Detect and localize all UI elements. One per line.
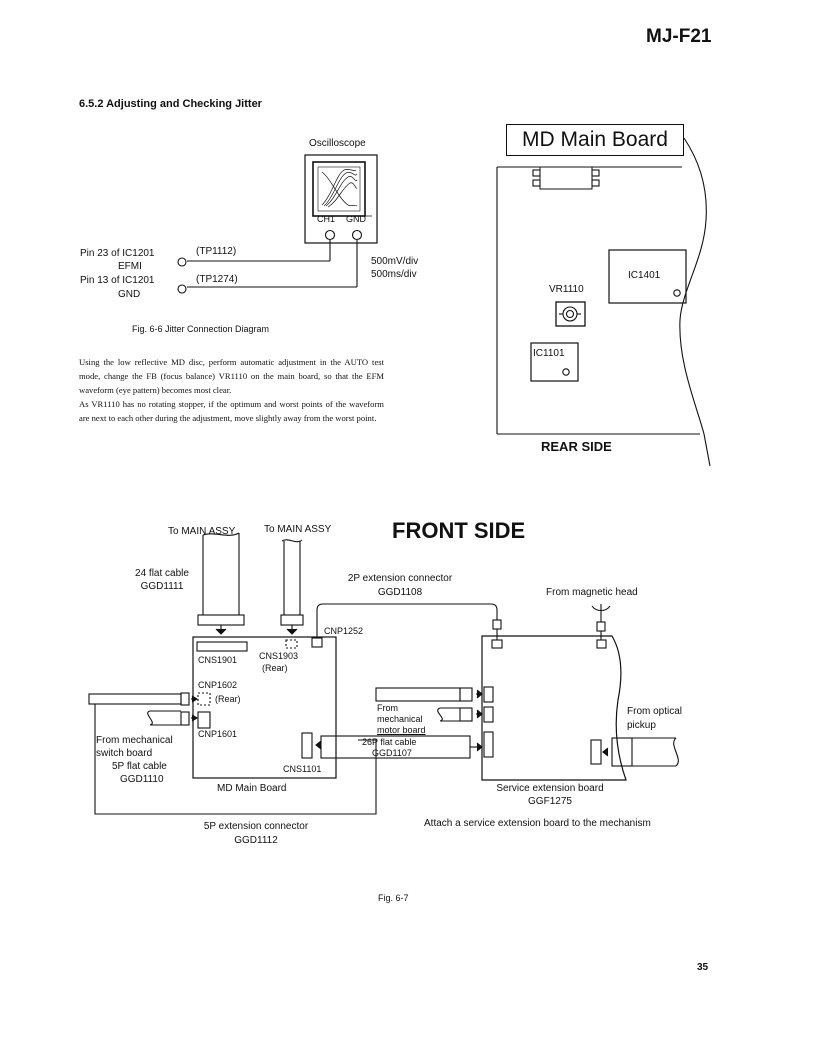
- ext-connector-2p-line1: 2P extension connector: [347, 573, 453, 584]
- ch1-label: CH1: [317, 214, 336, 224]
- attach-note: Attach a service extension board to the …: [424, 818, 651, 829]
- md-main-board-label: MD Main Board: [217, 783, 287, 794]
- from-mech-switch-line1: From mechanical: [96, 735, 173, 746]
- cns1903-rear: (Rear): [262, 663, 288, 673]
- to-main-assy-2: To MAIN ASSY: [264, 524, 332, 535]
- page-number: 35: [697, 962, 709, 973]
- adjustment-instructions: Using the low reflective MD disc, perfor…: [79, 355, 384, 425]
- main-board-title: MD Main Board: [506, 124, 684, 156]
- from-motor-line3: motor board: [377, 725, 426, 735]
- rear-side-label: REAR SIDE: [541, 439, 612, 454]
- time-div-label: 500ms/div: [371, 269, 417, 280]
- to-main-assy-1: To MAIN ASSY: [168, 526, 236, 537]
- from-motor-line2: mechanical: [377, 714, 423, 724]
- from-mech-switch-line2: switch board: [96, 748, 153, 759]
- ext-connector-5p-line1: 5P extension connector: [203, 821, 309, 832]
- cnp1601-label: CNP1601: [198, 729, 238, 739]
- tp1274-label: (TP1274): [196, 274, 238, 285]
- gnd-terminal-label: GND: [346, 214, 366, 224]
- fig-6-7-drawing: [88, 532, 679, 815]
- ic1401-label: IC1401: [628, 270, 661, 281]
- from-mech-switch-line4: GGD1110: [120, 774, 164, 785]
- vr1110-label: VR1110: [549, 284, 584, 295]
- main-board-rear-view: [496, 137, 711, 467]
- tp1112-label: (TP1112): [196, 246, 237, 257]
- cns1903-label: CNS1903: [259, 651, 299, 661]
- section-title: 6.5.2 Adjusting and Checking Jitter: [79, 98, 262, 110]
- from-optical-line1: From optical: [627, 706, 683, 717]
- oscilloscope-drawing: [177, 154, 378, 294]
- cns1101-label: CNS1101: [283, 764, 322, 774]
- gnd-label: GND: [118, 289, 141, 300]
- from-motor-line1: From: [377, 703, 398, 713]
- ext-connector-2p-line2: GGD1108: [377, 587, 423, 598]
- fig-6-6-caption: Fig. 6-6 Jitter Connection Diagram: [132, 324, 270, 334]
- cnp1252-label: CNP1252: [324, 626, 364, 636]
- model-number: MJ-F21: [646, 26, 712, 47]
- fig-6-7-caption: Fig. 6-7: [378, 893, 409, 903]
- pin13-label: Pin 13 of IC1201: [80, 275, 155, 286]
- pin23-label: Pin 23 of IC1201: [80, 248, 155, 259]
- ext-connector-5p-line2: GGD1112: [234, 835, 278, 846]
- from-mech-switch-line3: 5P flat cable: [112, 761, 167, 772]
- from-magnetic-head: From magnetic head: [546, 587, 638, 598]
- volt-div-label: 500mV/div: [371, 256, 419, 267]
- from-optical-line2: pickup: [627, 720, 656, 731]
- service-board-line1: Service extension board: [496, 783, 604, 794]
- instruction-paragraph-2: As VR1110 has no rotating stopper, if th…: [79, 399, 384, 423]
- cnp1602-label: CNP1602: [198, 680, 238, 690]
- flat-cable-24-line1: 24 flat cable: [135, 568, 189, 579]
- cns1901-label: CNS1901: [198, 655, 238, 665]
- flat-cable-26-line1: 26P flat cable: [362, 737, 417, 747]
- flat-cable-24-line2: GGD1111: [140, 581, 184, 592]
- efmi-label: EFMI: [118, 261, 142, 272]
- cnp1602-rear: (Rear): [215, 694, 241, 704]
- ic1101-label: IC1101: [533, 348, 565, 359]
- instruction-paragraph-1: Using the low reflective MD disc, perfor…: [79, 357, 384, 395]
- service-board-line2: GGF1275: [528, 796, 572, 807]
- oscilloscope-label: Oscilloscope: [309, 138, 366, 149]
- front-side-title: FRONT SIDE: [392, 518, 526, 543]
- flat-cable-26-line2: GGD1107: [372, 748, 412, 758]
